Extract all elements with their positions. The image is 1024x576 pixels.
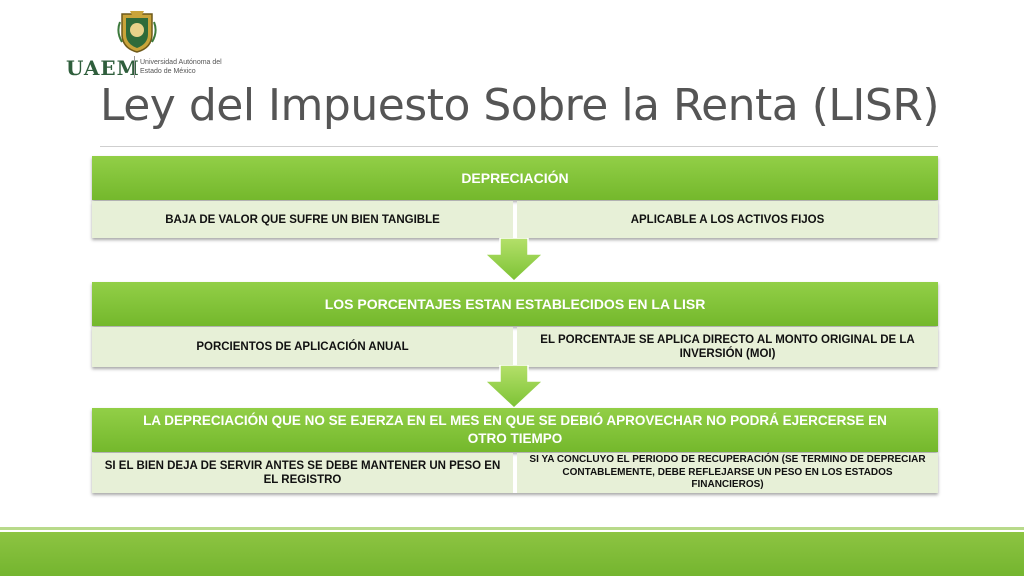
block-cell-left: SI EL BIEN DEJA DE SERVIR ANTES SE DEBE … <box>92 453 513 493</box>
slide-title: Ley del Impuesto Sobre la Renta (LISR) <box>100 80 940 131</box>
diagram-block-2: LOS PORCENTAJES ESTAN ESTABLECIDOS EN LA… <box>92 282 938 368</box>
block-cells: PORCIENTOS DE APLICACIÓN ANUAL EL PORCEN… <box>92 327 938 367</box>
block-cell-right: EL PORCENTAJE SE APLICA DIRECTO AL MONTO… <box>517 327 938 367</box>
block-cells: BAJA DE VALOR QUE SUFRE UN BIEN TANGIBLE… <box>92 201 938 238</box>
uaem-logo: UAEM Universidad Autónoma del Estado de … <box>64 6 224 80</box>
diagram-block-1: DEPRECIACIÓN BAJA DE VALOR QUE SUFRE UN … <box>92 156 938 240</box>
block-cells: SI EL BIEN DEJA DE SERVIR ANTES SE DEBE … <box>92 453 938 493</box>
block-header: LA DEPRECIACIÓN QUE NO SE EJERZA EN EL M… <box>92 408 938 452</box>
footer-band <box>0 527 1024 576</box>
block-cell-right: APLICABLE A LOS ACTIVOS FIJOS <box>517 201 938 238</box>
logo-university-name: Universidad Autónoma del Estado de Méxic… <box>140 59 222 75</box>
block-cell-right: SI YA CONCLUYO EL PERIODO DE RECUPERACIÓ… <box>517 453 938 493</box>
down-arrow-icon <box>483 365 545 409</box>
block-header: LOS PORCENTAJES ESTAN ESTABLECIDOS EN LA… <box>92 282 938 326</box>
block-header: DEPRECIACIÓN <box>92 156 938 200</box>
university-seal-icon <box>117 11 157 53</box>
logo-divider <box>134 56 135 78</box>
block-cell-left: BAJA DE VALOR QUE SUFRE UN BIEN TANGIBLE <box>92 201 513 238</box>
logo-acronym: UAEM <box>66 56 140 80</box>
down-arrow-icon <box>483 238 545 282</box>
diagram-block-3: LA DEPRECIACIÓN QUE NO SE EJERZA EN EL M… <box>92 408 938 494</box>
title-divider <box>100 146 938 147</box>
block-cell-left: PORCIENTOS DE APLICACIÓN ANUAL <box>92 327 513 367</box>
